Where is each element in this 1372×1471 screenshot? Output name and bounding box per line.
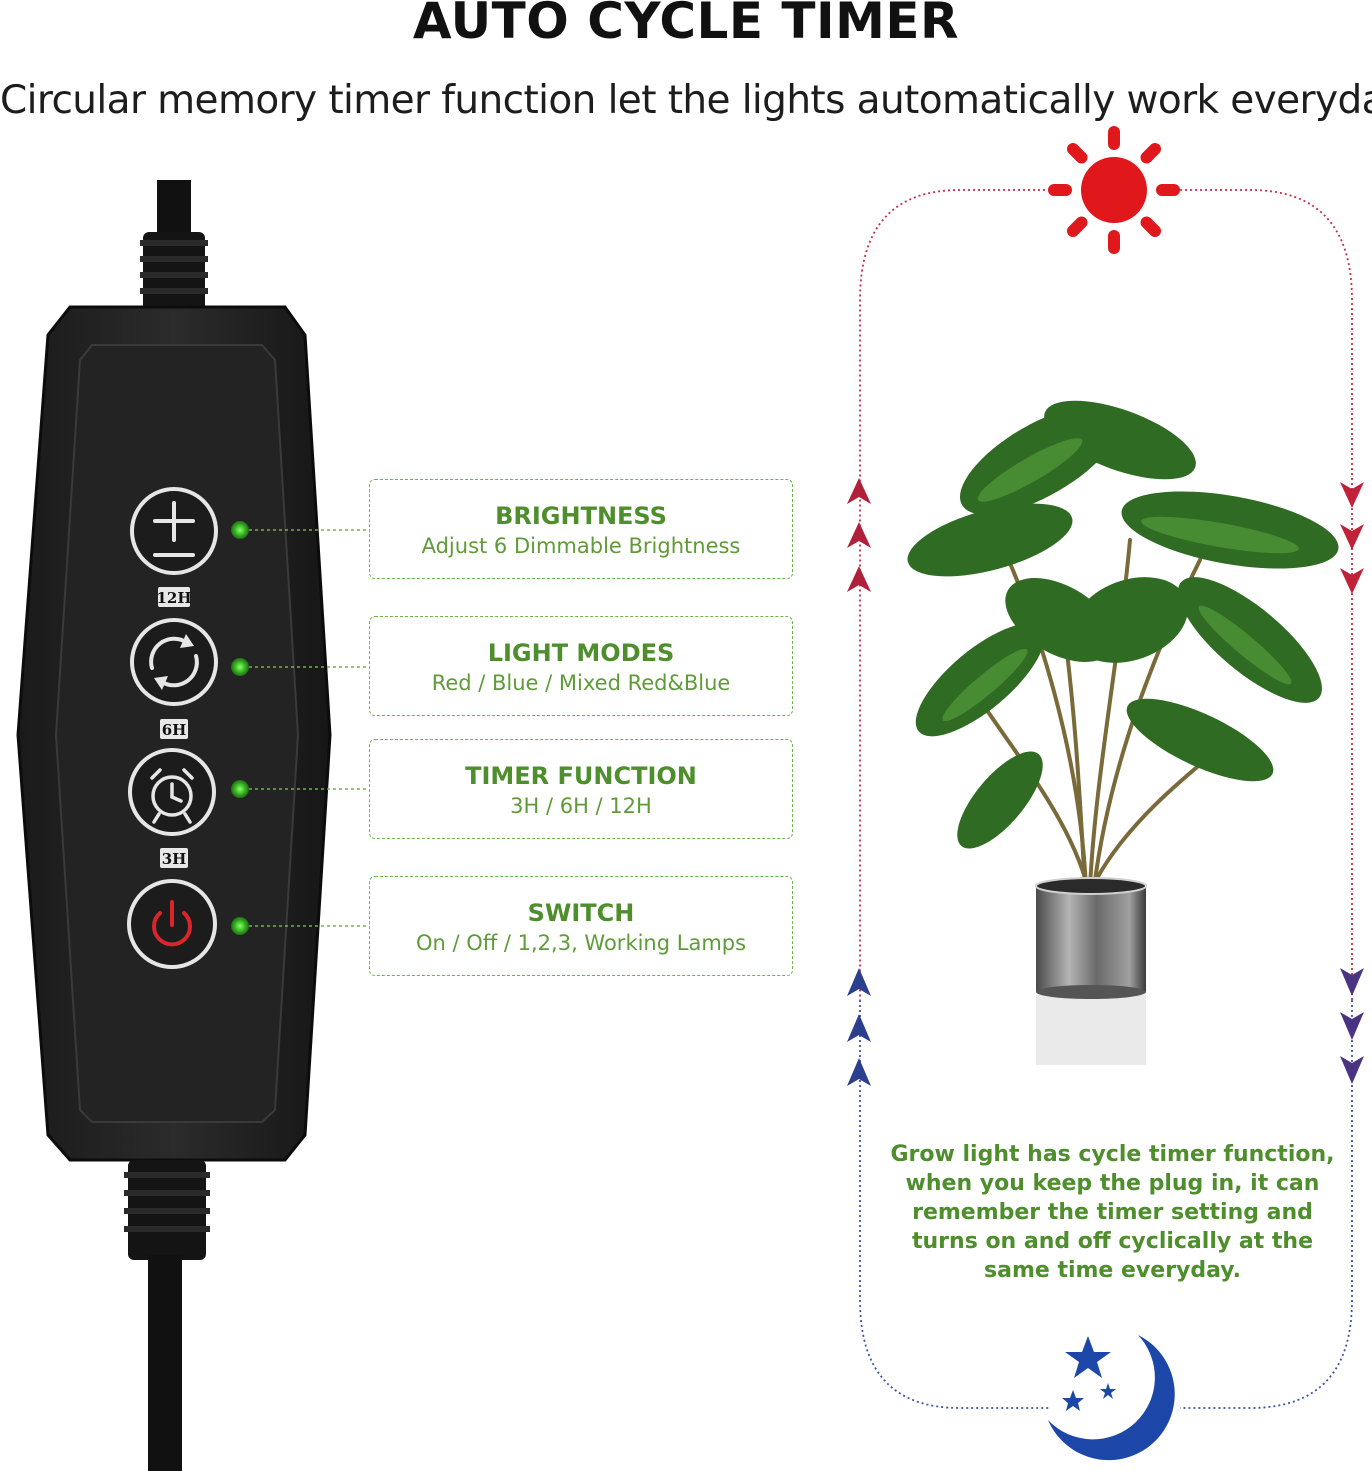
power-cable-top [157, 180, 191, 240]
switch-info-box: SWITCH On / Off / 1,2,3, Working Lamps [369, 876, 793, 976]
brightness-description: Adjust 6 Dimmable Brightness [421, 534, 741, 558]
cycle-arrows-up-blue [847, 968, 871, 1086]
switch-description: On / Off / 1,2,3, Working Lamps [415, 931, 747, 955]
palm-fronds [907, 400, 1339, 849]
light-modes-info-box: LIGHT MODES Red / Blue / Mixed Red&Blue [369, 616, 793, 716]
power-icon [152, 900, 192, 947]
timer-function-description: 3H / 6H / 12H [510, 794, 652, 818]
switch-led-indicator [231, 917, 249, 935]
power-button[interactable] [127, 879, 217, 969]
timer-tag-label: 3H [162, 850, 187, 868]
light-mode-led-indicator [231, 658, 249, 676]
moon-stars-icon [1048, 1335, 1175, 1461]
palm-frond-highlights [942, 438, 1299, 722]
light-mode-button[interactable] [130, 618, 218, 706]
brightness-info-box: BRIGHTNESS Adjust 6 Dimmable Brightness [369, 479, 793, 579]
strain-relief-bottom [124, 1160, 210, 1260]
timer-function-title: TIMER FUNCTION [465, 762, 697, 790]
cycle-arrows-up-red [847, 478, 871, 592]
timer-led-indicator [231, 780, 249, 798]
brightness-title: BRIGHTNESS [495, 502, 667, 530]
timer-tag-6h: 6H [160, 719, 188, 739]
timer-button[interactable] [128, 748, 216, 836]
cycle-arrows-icon [149, 634, 199, 690]
brightness-button[interactable] [130, 487, 218, 575]
potted-plant-illustration [907, 400, 1339, 1065]
callout-lines [249, 529, 369, 927]
timer-tag-label: 12H [156, 589, 191, 607]
cycle-arrows-down-red [1340, 482, 1364, 594]
plus-minus-icon [153, 501, 195, 557]
page-title: AUTO CYCLE TIMER [412, 0, 960, 50]
light-modes-description: Red / Blue / Mixed Red&Blue [431, 671, 731, 695]
timer-function-info-box: TIMER FUNCTION 3H / 6H / 12H [369, 739, 793, 839]
palm-stems [978, 518, 1232, 890]
cycle-loop [859, 189, 1353, 1409]
cycle-timer-note: Grow light has cycle timer function, whe… [890, 1142, 1335, 1283]
controller-device: 12H 6H [16, 180, 332, 1471]
light-modes-title: LIGHT MODES [487, 639, 675, 667]
timer-tag-12h: 12H [156, 587, 192, 607]
sun-icon [1048, 126, 1180, 254]
plant-pot [1035, 877, 1147, 999]
timer-tag-3h: 3H [160, 848, 188, 868]
page-subtitle: Circular memory timer function let the l… [0, 78, 1372, 123]
brightness-led-indicator [231, 521, 249, 539]
alarm-clock-icon [150, 768, 194, 824]
strain-relief-top [140, 232, 208, 312]
plant-reflection [1036, 995, 1146, 1065]
power-cable-bottom [148, 1255, 182, 1471]
timer-tag-label: 6H [162, 721, 187, 739]
switch-title: SWITCH [527, 899, 635, 927]
cycle-arrows-down-purple [1340, 968, 1364, 1084]
